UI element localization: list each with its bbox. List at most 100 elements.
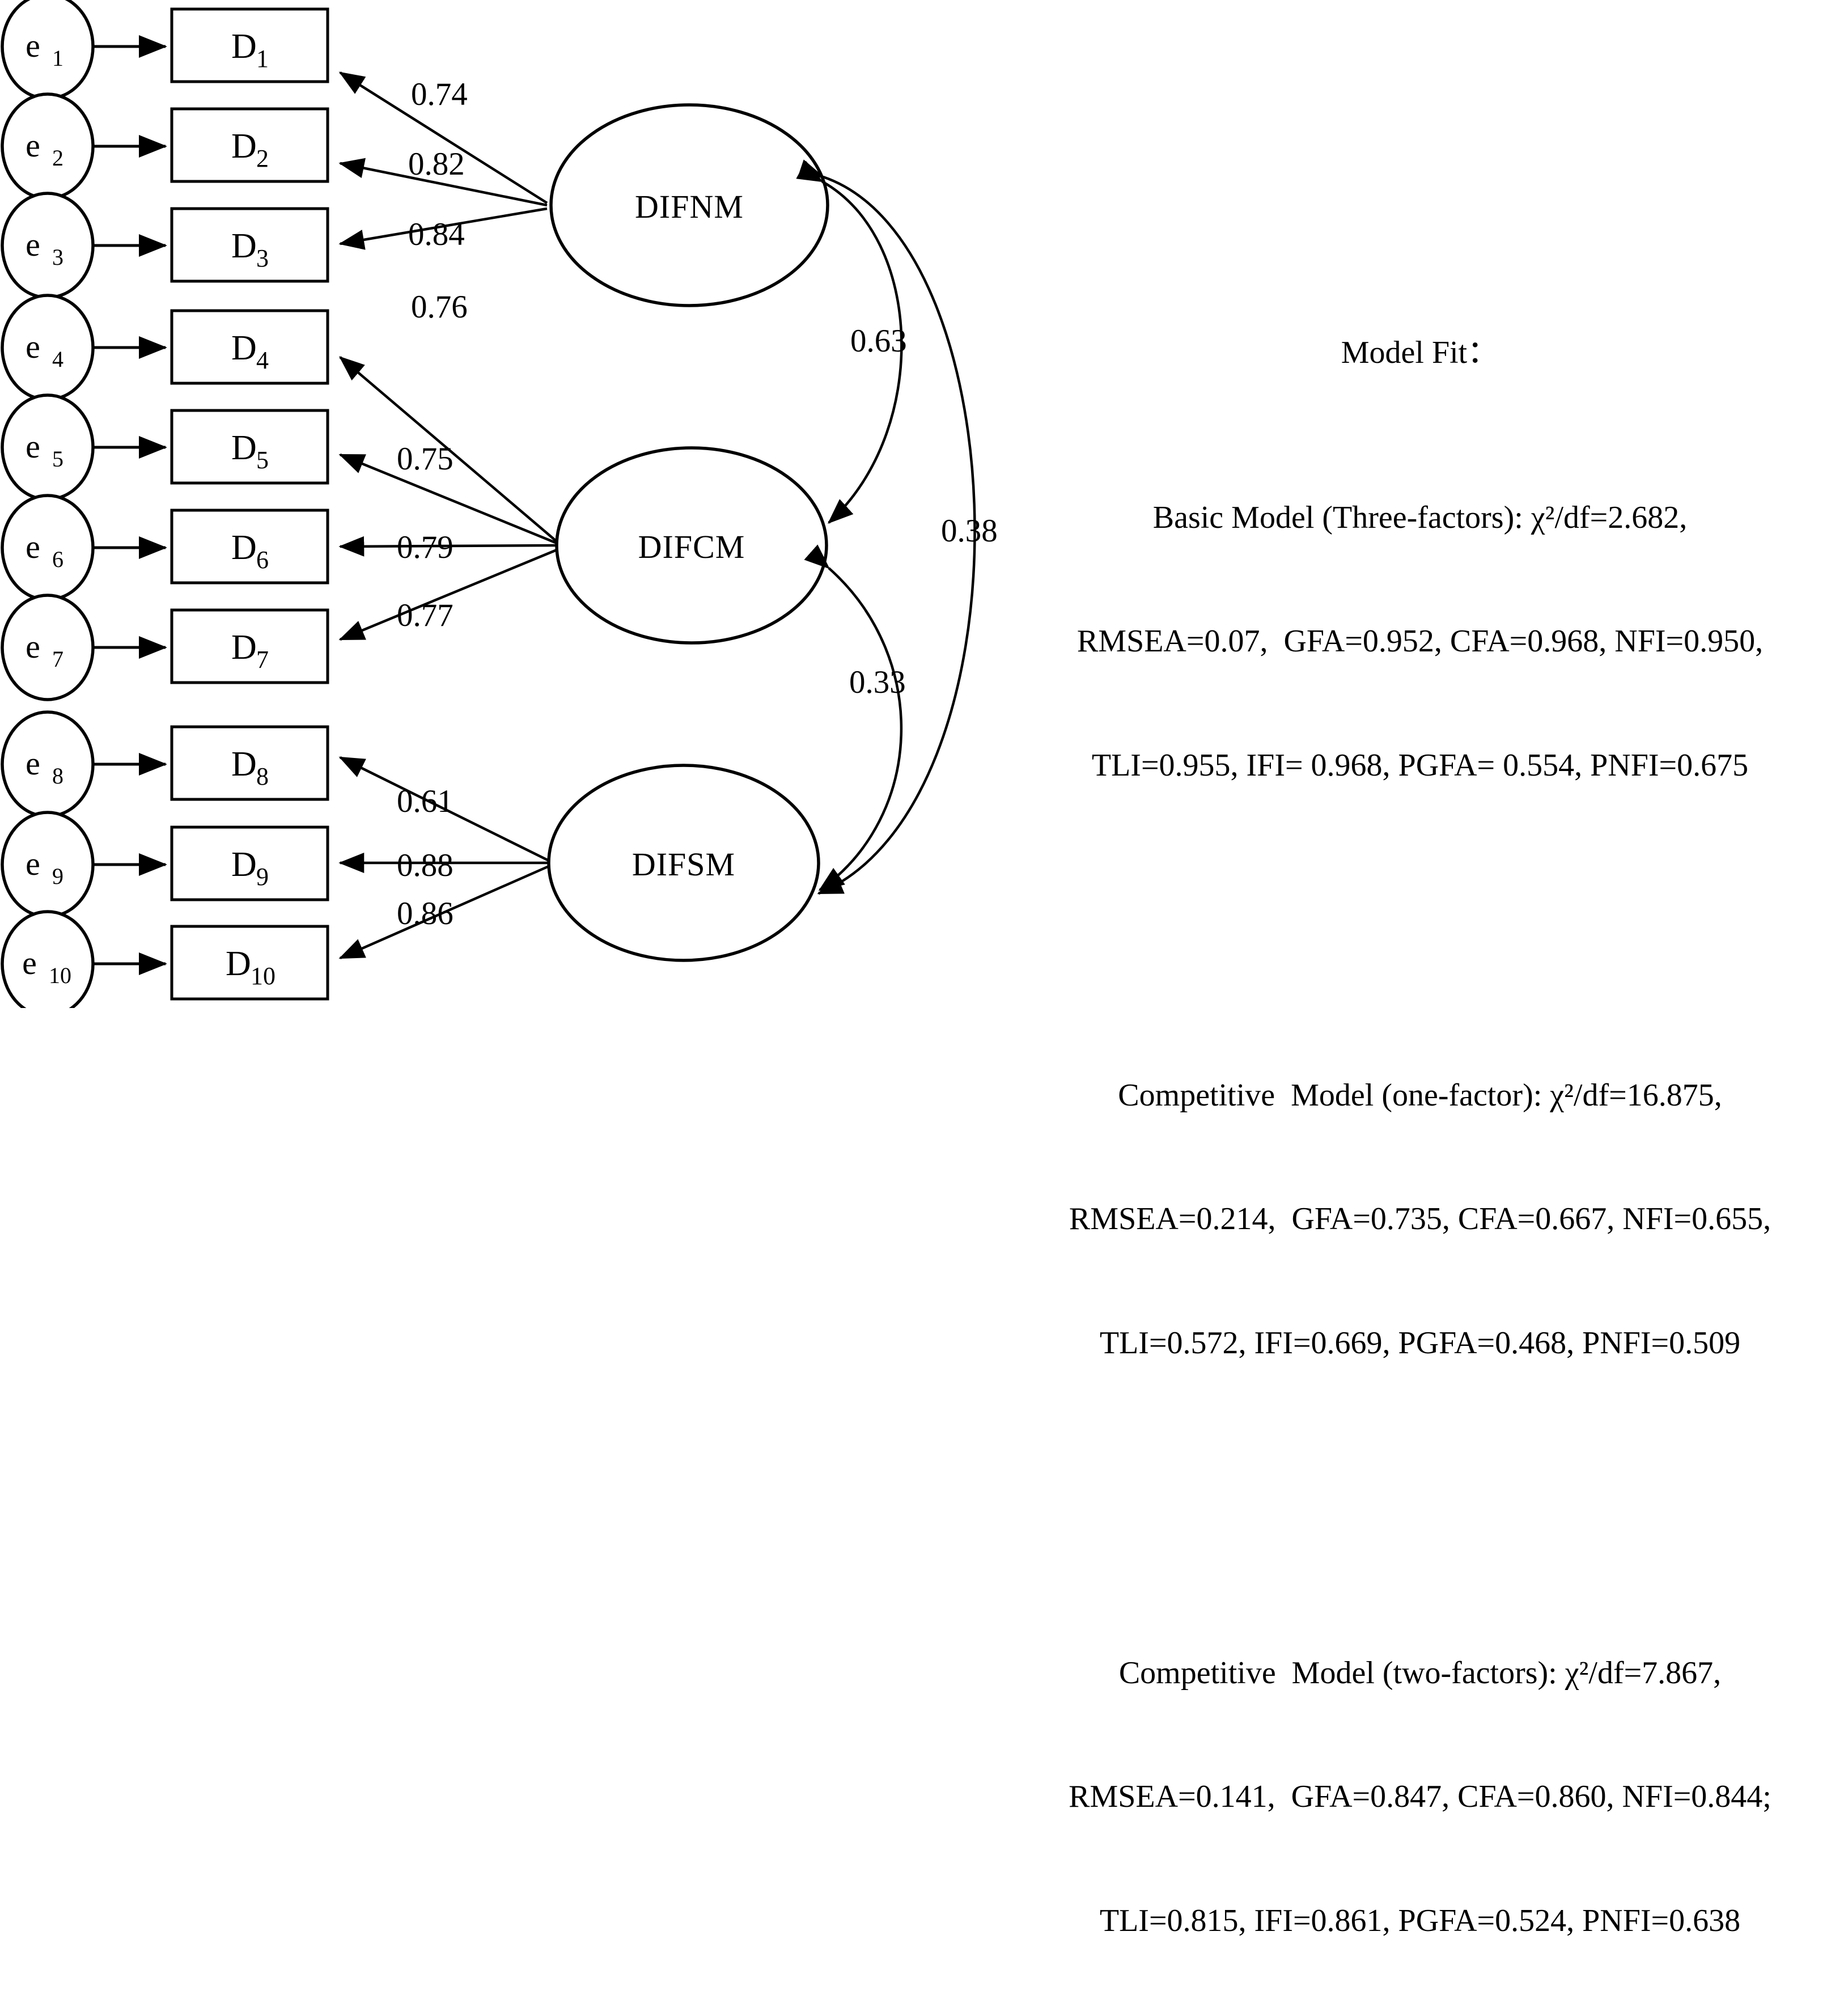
latent-factors-group: DIFNM DIFCM DIFSM	[547, 103, 829, 962]
model-fit-basic-line-1: Basic Model (Three-factors): χ²/df=2.682…	[1152, 499, 1688, 535]
error-sub-e10: 10	[49, 963, 71, 988]
covariance-curve-DIFCM-DIFSM	[804, 544, 903, 891]
loading-path-DIFCM-D5	[338, 453, 557, 545]
error-ellipse-e9	[1, 811, 95, 918]
indicator-sub-D7: 7	[256, 646, 269, 674]
indicator-box-D2	[170, 107, 329, 183]
indicator-sub-D5: 5	[256, 446, 269, 474]
model-fit-two-factors-line-3: TLI=0.815, IFI=0.861, PGFA=0.524, PNFI=0…	[1099, 1903, 1741, 1938]
indicator-label-D10: D	[226, 945, 251, 983]
loading-path-DIFNM-D1	[338, 71, 548, 204]
model-fit-panel: Model Fit： Basic Model (Three-factors): …	[998, 249, 1842, 2016]
indicator-label-D6: D	[231, 528, 257, 567]
model-fit-two-factors-line-2: RMSEA=0.141, GFA=0.847, CFA=0.860, NFI=0…	[1069, 1779, 1771, 1815]
loading-paths-difsm	[338, 756, 549, 960]
error-ellipse-e1	[1, 0, 95, 100]
indicator-box-D7	[170, 608, 329, 684]
loading-value-D8: 0.61	[397, 783, 453, 819]
model-fit-one-factor-line-1: Competitive Model (one-factor): χ²/df=16…	[1118, 1077, 1722, 1113]
latent-label-DIFSM: DIFSM	[632, 846, 735, 883]
indicator-label-D5: D	[231, 429, 257, 467]
loading-value-D5: 0.75	[397, 441, 453, 477]
error-label-e3: e	[26, 226, 40, 263]
error-label-e9: e	[26, 845, 40, 882]
covariance-value-labels: 0.63 0.38 0.33	[849, 323, 998, 700]
indicator-boxes-group	[170, 7, 329, 1001]
sem-diagram-canvas: e 1 e 2 e 3 e 4 e 5 e 6 e 7 e 8 e 9 e 10	[1, 0, 1771, 1938]
indicator-box-D6	[170, 509, 329, 585]
loading-path-DIFCM-D6	[338, 536, 557, 557]
error-sub-e1: 1	[52, 45, 63, 71]
error-label-e7: e	[26, 628, 40, 665]
error-labels-group: e 1 e 2 e 3 e 4 e 5 e 6 e 7 e 8 e 9 e 10	[22, 27, 71, 988]
indicator-labels-group: D 1 D 2 D 3 D 4 D 5 D 6 D 7 D 8 D 9 D 10	[226, 27, 275, 990]
path-diagram-svg: e 1 e 2 e 3 e 4 e 5 e 6 e 7 e 8 e 9 e 10	[1, 0, 998, 1008]
error-ellipse-e7	[1, 594, 95, 701]
indicator-sub-D8: 8	[256, 763, 269, 790]
indicator-box-D3	[170, 207, 329, 283]
indicator-sub-D4: 4	[256, 346, 269, 374]
error-ellipse-e3	[1, 192, 95, 299]
error-label-e6: e	[26, 528, 40, 565]
loading-path-DIFCM-D4	[338, 356, 558, 543]
loading-path-DIFSM-D8	[338, 756, 549, 862]
loading-value-D6: 0.79	[397, 530, 453, 565]
loading-value-labels: 0.74 0.82 0.84 0.76 0.75 0.79 0.77 0.61 …	[397, 77, 468, 931]
latent-label-DIFNM: DIFNM	[635, 188, 744, 225]
covariance-value-DIFNM-DIFCM: 0.63	[850, 323, 907, 359]
loading-path-DIFNM-D3	[338, 207, 548, 250]
error-ellipse-e6	[1, 494, 95, 602]
error-label-e4: e	[26, 328, 40, 365]
model-fit-basic-line-2: RMSEA=0.07, GFA=0.952, CFA=0.968, NFI=0.…	[1076, 624, 1764, 659]
error-ellipse-e5	[1, 393, 95, 501]
error-terms-group	[1, 0, 95, 1008]
loading-path-DIFNM-D2	[338, 158, 548, 207]
error-label-e8: e	[26, 745, 40, 782]
error-sub-e4: 4	[52, 346, 63, 372]
error-sub-e3: 3	[52, 244, 63, 270]
model-fit-one-factor-line-2: RMSEA=0.214, GFA=0.735, CFA=0.667, NFI=0…	[1069, 1201, 1771, 1237]
indicator-sub-D6: 6	[256, 546, 269, 574]
covariance-curve-DIFNM-DIFSM	[797, 159, 976, 895]
covariance-curves-group	[796, 159, 976, 895]
error-label-e2: e	[26, 127, 40, 164]
indicator-label-D2: D	[231, 127, 257, 166]
loading-value-D2: 0.82	[408, 146, 465, 182]
covariance-value-DIFCM-DIFSM: 0.33	[849, 664, 906, 700]
error-ellipse-e10	[1, 910, 95, 1008]
model-fit-heading: Model Fit：	[1341, 334, 1499, 370]
indicator-box-D5	[170, 409, 329, 485]
error-sub-e6: 6	[52, 547, 63, 572]
model-fit-spacer-1	[998, 910, 1842, 951]
loading-paths-difnm	[338, 71, 548, 250]
latent-label-DIFCM: DIFCM	[638, 528, 745, 565]
indicator-box-D8	[170, 725, 329, 801]
indicator-label-D4: D	[231, 329, 257, 367]
model-fit-one-factor-line-3: TLI=0.572, IFI=0.669, PGFA=0.468, PNFI=0…	[1099, 1325, 1741, 1361]
covariance-curve-DIFNM-DIFCM	[796, 160, 903, 524]
indicator-box-D1	[170, 7, 329, 83]
indicator-label-D3: D	[231, 227, 257, 265]
error-sub-e2: 2	[52, 145, 63, 171]
model-fit-two-factors-line-1: Competitive Model (two-factors): χ²/df=7…	[1118, 1655, 1722, 1691]
loading-paths-difcm	[338, 356, 558, 641]
indicator-box-D10	[170, 925, 329, 1001]
error-sub-e7: 7	[52, 646, 63, 672]
model-fit-basic-line-3: TLI=0.955, IFI= 0.968, PGFA= 0.554, PNFI…	[1091, 747, 1749, 783]
error-label-e5: e	[26, 428, 40, 465]
indicator-sub-D3: 3	[256, 244, 269, 272]
indicator-sub-D1: 1	[256, 45, 269, 73]
loading-path-DIFSM-D10	[338, 865, 549, 960]
error-sub-e5: 5	[52, 446, 63, 472]
indicator-sub-D10: 10	[251, 962, 275, 990]
indicator-label-D8: D	[231, 745, 257, 783]
indicator-label-D1: D	[231, 27, 257, 66]
indicator-sub-D2: 2	[256, 145, 269, 172]
error-sub-e9: 9	[52, 863, 63, 889]
error-label-e1: e	[26, 27, 40, 64]
loading-value-D4: 0.76	[411, 289, 468, 325]
loading-path-DIFCM-D7	[338, 548, 557, 641]
error-ellipse-e4	[1, 294, 95, 401]
indicator-label-D9: D	[231, 845, 257, 884]
loading-value-D1: 0.74	[411, 77, 468, 112]
